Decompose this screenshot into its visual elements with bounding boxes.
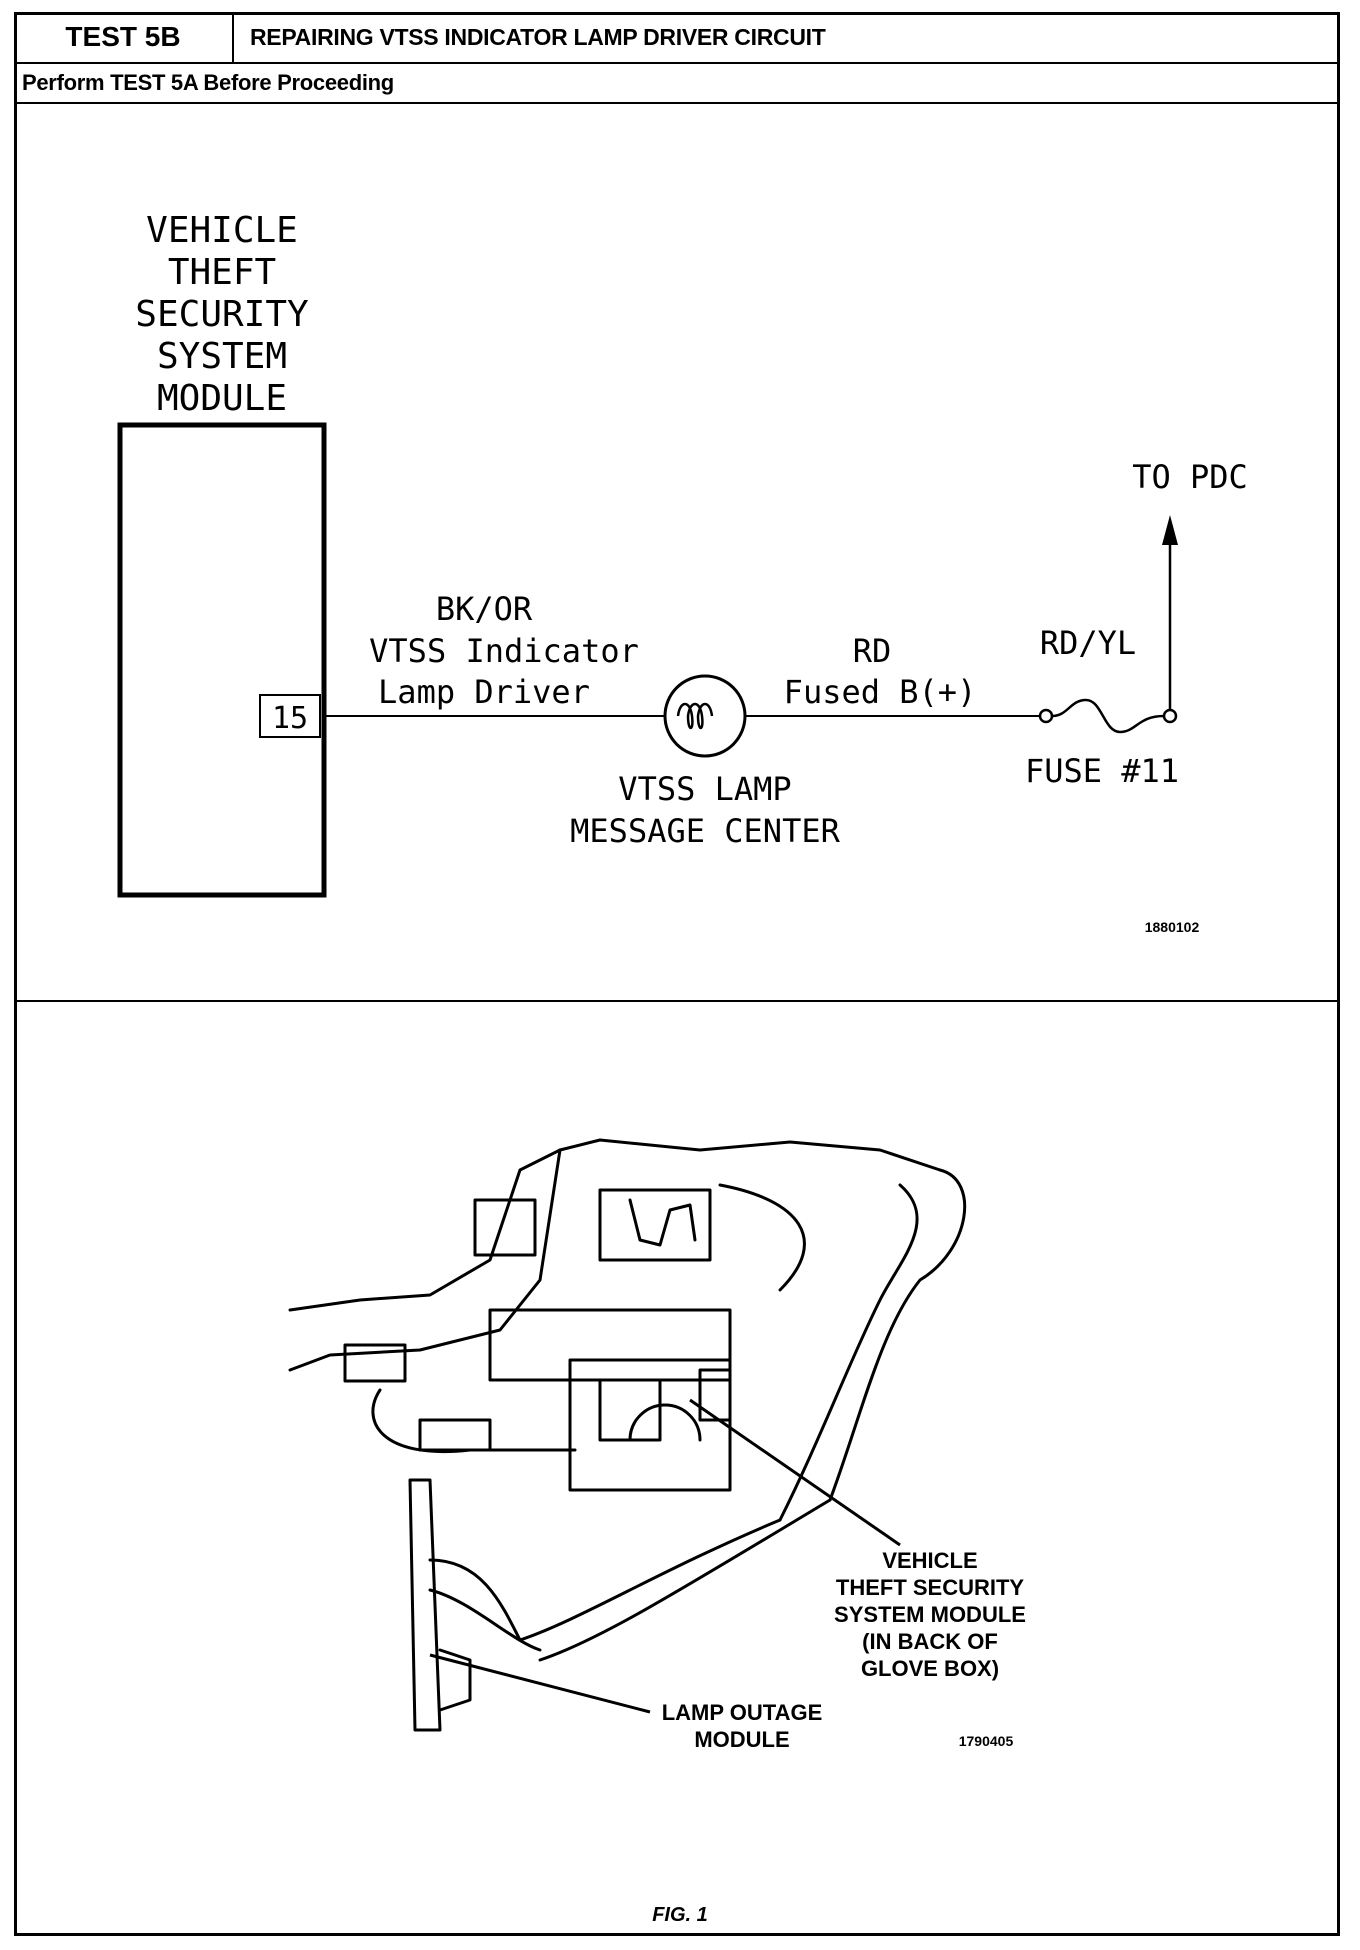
figure-caption: FIG. 1: [652, 1904, 708, 1926]
module-label-line-5: MODULE: [157, 378, 287, 419]
prerequisite-note: Perform TEST 5A Before Proceeding: [14, 64, 1340, 104]
arrow-up-icon: [1162, 515, 1178, 545]
module-label-line-2: THEFT: [168, 252, 276, 293]
wire3-color: RD/YL: [1040, 624, 1136, 662]
vtss-module-box: [117, 422, 327, 898]
page-frame: [14, 12, 1340, 1936]
wire2-name: Fused B(+): [784, 673, 977, 711]
schematic-ref-number: 1880102: [1145, 919, 1200, 935]
module-label-line-1: VEHICLE: [146, 210, 298, 251]
fuse-element: [1051, 698, 1165, 734]
lamp-label-line-1: VTSS LAMP: [618, 770, 791, 808]
section-divider: [14, 1000, 1340, 1002]
pin-number: 15: [272, 701, 308, 736]
fuse-terminal-left: [1038, 708, 1054, 724]
wire1-name-line-2: Lamp Driver: [378, 673, 590, 711]
test-id: TEST 5B: [14, 12, 234, 62]
lamp-filament: [676, 702, 714, 730]
pin-box: [259, 694, 321, 738]
lamp-symbol: [663, 674, 747, 758]
test-title: REPAIRING VTSS INDICATOR LAMP DRIVER CIR…: [250, 24, 826, 50]
destination-label: TO PDC: [1132, 458, 1248, 496]
test-header: TEST 5B REPAIRING VTSS INDICATOR LAMP DR…: [14, 12, 1340, 64]
wire2-color: RD: [853, 632, 892, 670]
wiring-schematic: VEHICLE THEFT SECURITY SYSTEM MODULE 15 …: [117, 210, 1248, 935]
module-label-line-4: SYSTEM: [157, 336, 287, 377]
wire1-color: BK/OR: [436, 590, 533, 628]
fuse-label: FUSE #11: [1025, 752, 1179, 790]
fuse-terminal-right: [1162, 708, 1178, 724]
module-label-line-3: SECURITY: [135, 294, 309, 335]
wire1-name-line-1: VTSS Indicator: [369, 632, 639, 670]
lamp-label-line-2: MESSAGE CENTER: [570, 812, 840, 850]
